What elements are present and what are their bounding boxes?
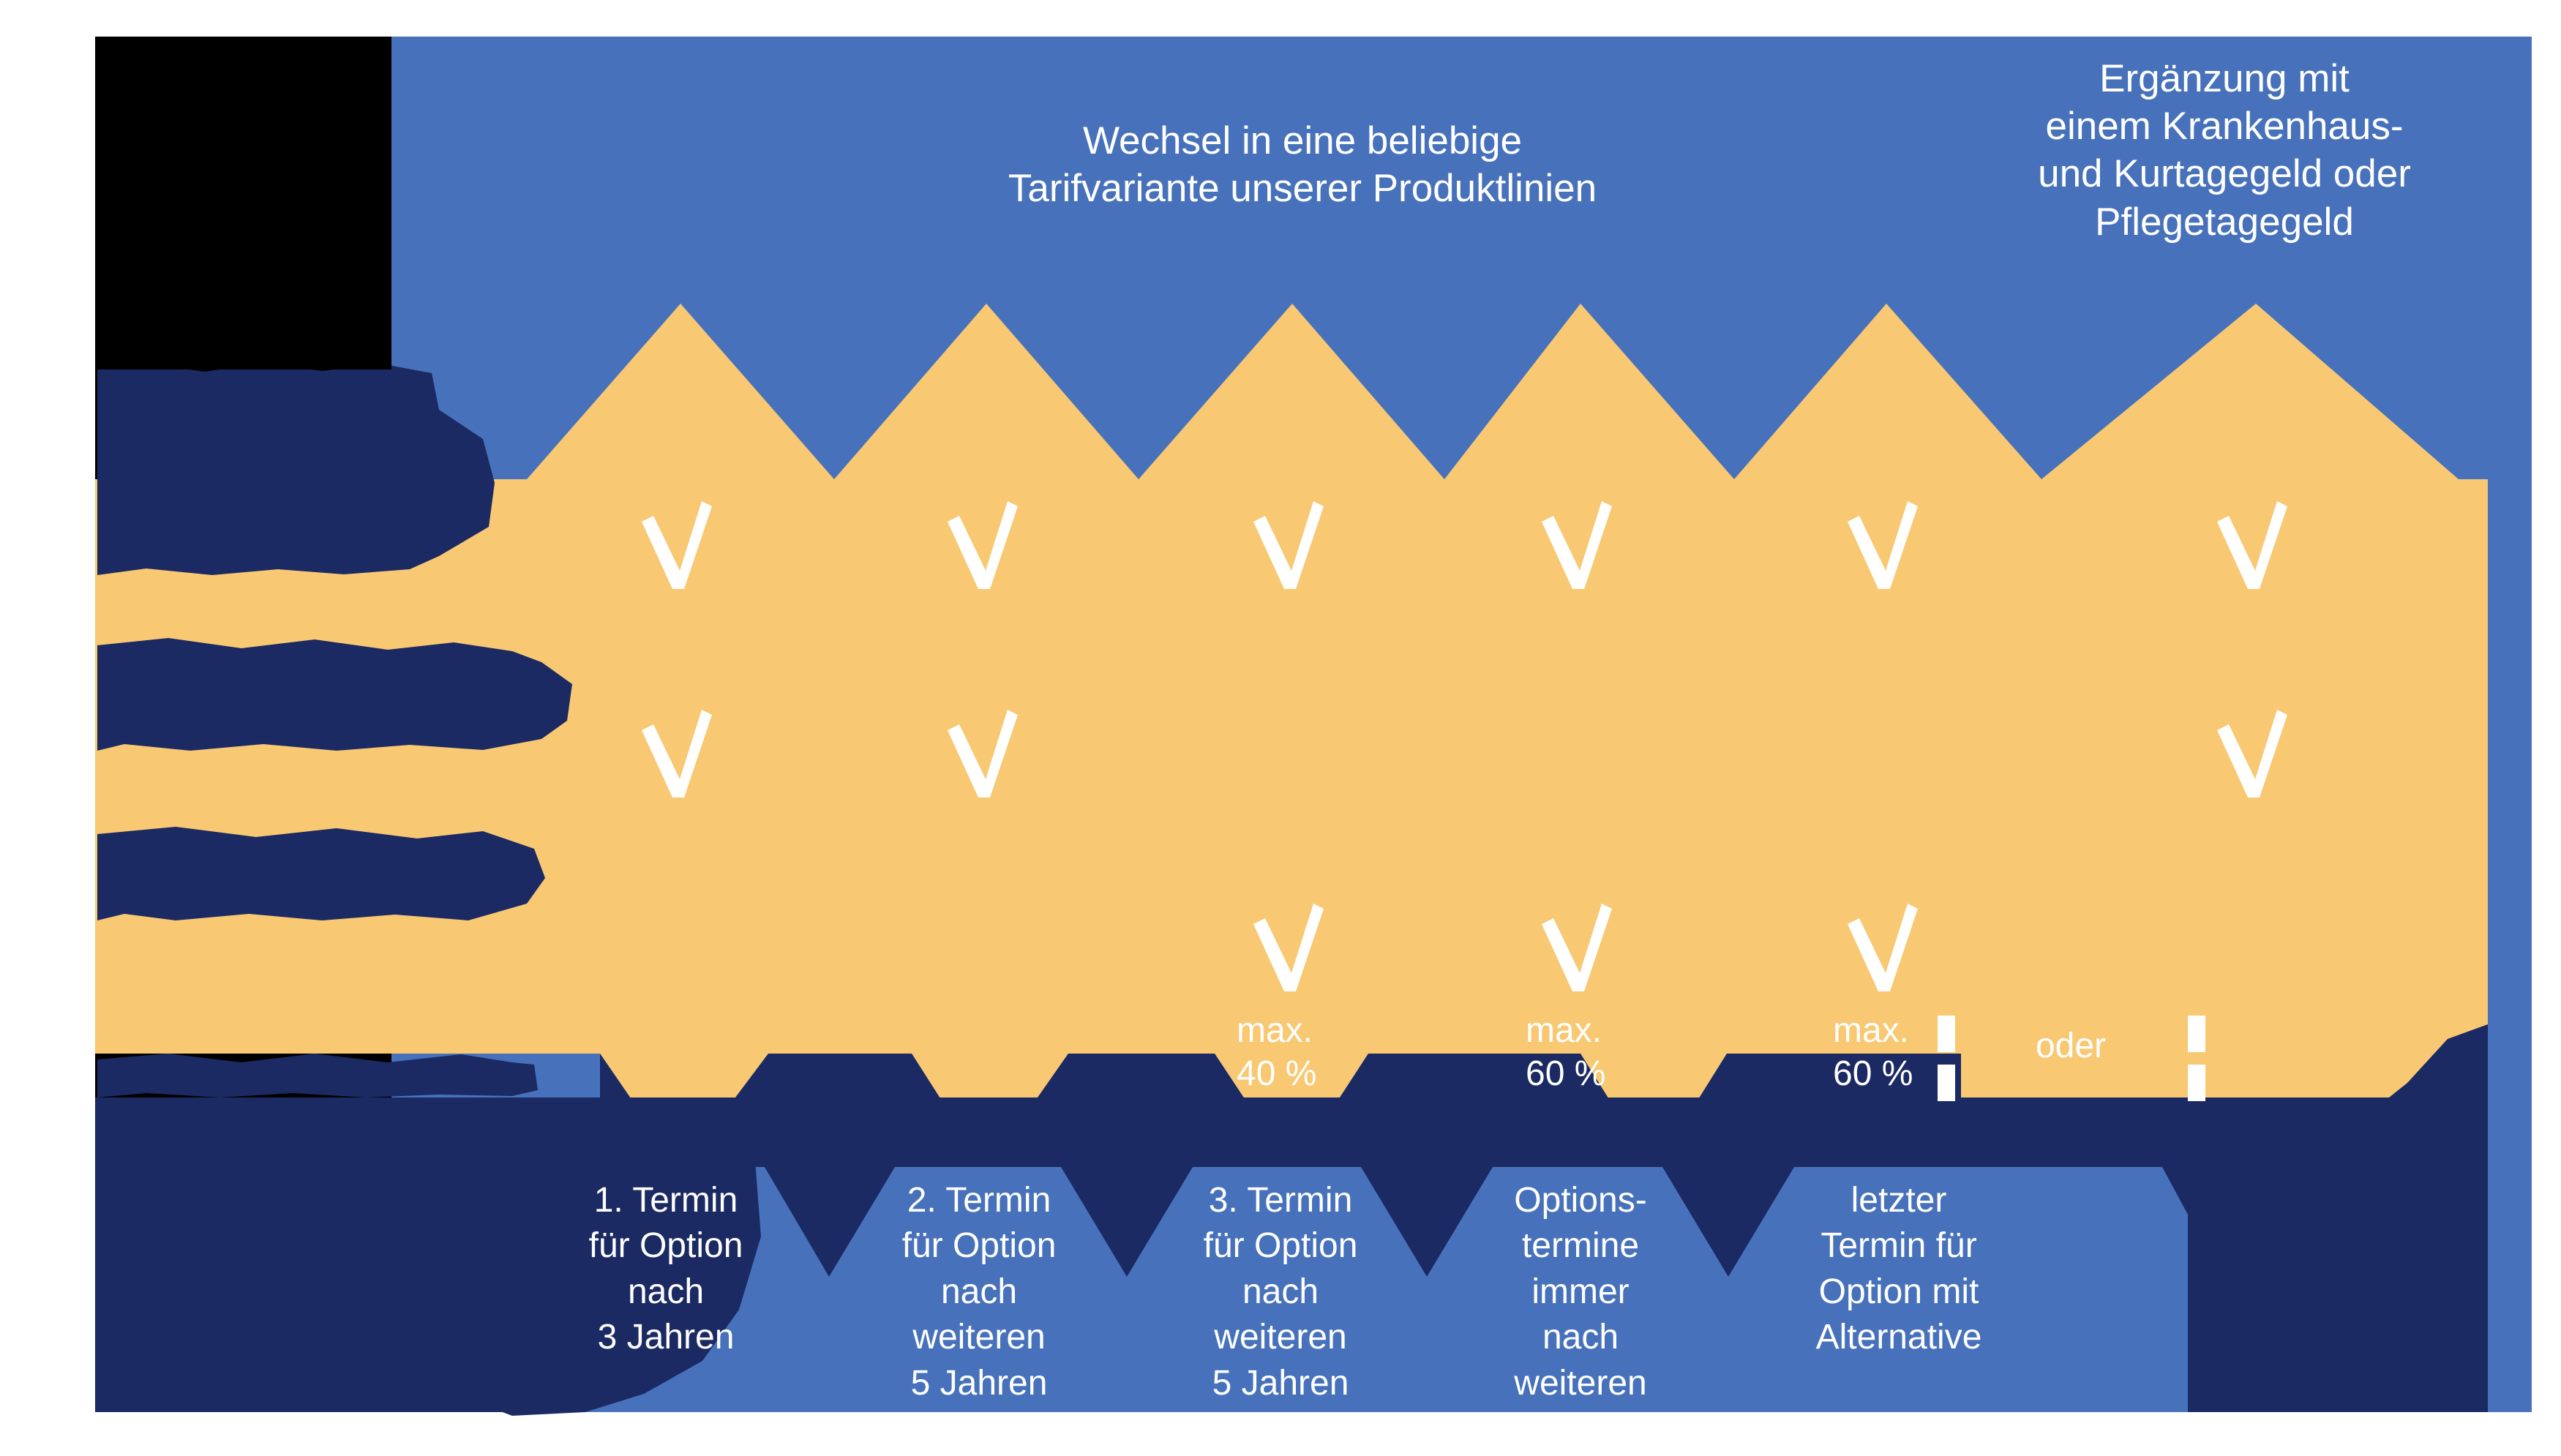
check-icon-r2c2: [948, 710, 1018, 798]
timeline-notch-3: [1361, 1167, 1493, 1277]
limit-label-col3: max. 40 %: [1237, 1011, 1317, 1093]
limit-label-col4: max. 60 %: [1526, 1011, 1606, 1093]
header-right-title: Ergänzung mit einem Krankenhaus- und Kur…: [2038, 57, 2411, 244]
timeline-notch-2: [1061, 1167, 1193, 1277]
bottom-right-redaction: [2195, 1024, 2488, 1412]
timeline-notch-group: [765, 1167, 1794, 1277]
check-icon-r2c6: [2217, 710, 2287, 798]
timeline-box-4[interactable]: [1493, 1167, 1794, 1412]
check-icon-r1c6: [2217, 501, 2287, 589]
row-1-label-redaction: [97, 363, 495, 575]
row-3-label-redaction: [97, 827, 545, 920]
row-4-label-redaction: [97, 1054, 538, 1097]
dashed-divider-right: [2188, 1016, 2205, 1101]
top-left-black-block: [97, 37, 391, 369]
timeline-box-3[interactable]: [1193, 1167, 1493, 1412]
check-icon-r2c1: [642, 710, 712, 798]
check-icon-r1c2: [948, 501, 1018, 589]
timeline-label-1: 1. Termin für Option nach 3 Jahren: [588, 1181, 743, 1357]
check-icon-r1c1: [642, 501, 712, 589]
timeline-notch-4: [1662, 1167, 1794, 1277]
check-icon-r3c4: [1542, 904, 1612, 991]
check-icon-r1c5: [1848, 501, 1918, 589]
timeline-box-5[interactable]: [1794, 1167, 2188, 1412]
row-2-label-redaction: [97, 638, 572, 751]
check-icon-r3c3: [1253, 904, 1324, 991]
timeline-label-2: 2. Termin für Option nach weiteren 5 Jah…: [901, 1181, 1057, 1403]
limit-label-col5: max. 60 %: [1833, 1011, 1913, 1093]
left-label-redactions: [97, 363, 572, 1097]
check-icon-r1c3: [1253, 501, 1324, 589]
timeline-label-4: Options- termine immer nach weiteren 5 J…: [1512, 1181, 1649, 1448]
timeline-label-5: letzter Termin für Option mit Alternativ…: [1815, 1181, 1982, 1357]
blue-header-strip: [391, 37, 2532, 417]
check-mark-group: [642, 501, 2287, 991]
dashed-divider-left: [1938, 1016, 1955, 1101]
bottom-left-redaction: [97, 1097, 761, 1416]
header-center-title: Wechsel in eine beliebige Tarifvariante …: [1008, 119, 1597, 211]
orange-band: [95, 304, 2488, 1171]
check-icon-r3c5: [1848, 904, 1918, 991]
timeline-notch-1: [765, 1167, 895, 1277]
timeline-label-3: 3. Termin für Option nach weiteren 5 Jah…: [1203, 1181, 1358, 1403]
timeline-box-2[interactable]: [895, 1167, 1193, 1412]
navy-separator-triangles: [600, 1054, 1961, 1171]
check-icon-r1c4: [1542, 501, 1612, 589]
alternative-conjunction: oder: [2035, 1027, 2107, 1065]
